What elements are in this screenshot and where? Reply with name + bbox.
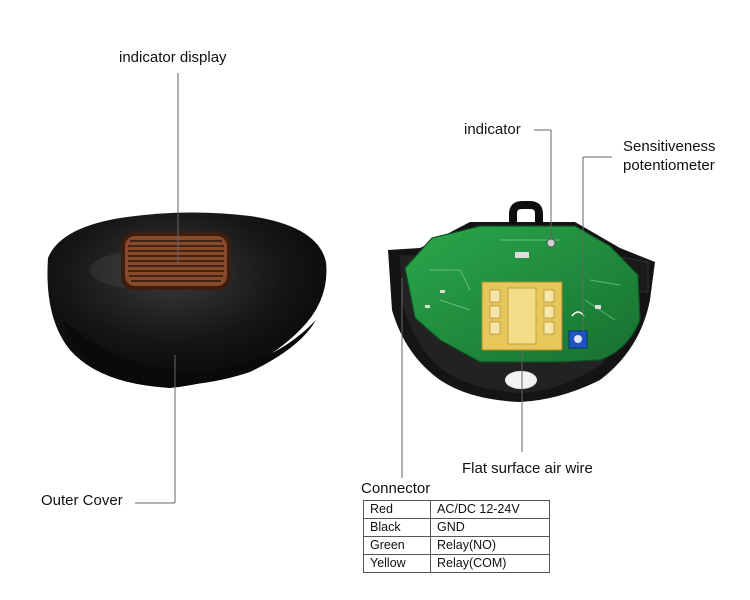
flat-surface-antenna-module: [481, 281, 563, 351]
flat-surface-air-wire-label: Flat surface air wire: [462, 460, 593, 477]
connector-table: Red AC/DC 12-24V Black GND Green Relay(N…: [363, 500, 550, 573]
table-row: Black GND: [363, 518, 550, 537]
wire-color-cell: Yellow: [363, 554, 431, 573]
wire-function-cell: Relay(COM): [430, 554, 550, 573]
wire-color-cell: Red: [363, 500, 431, 519]
outer-cover-label: Outer Cover: [41, 492, 123, 509]
wire-color-cell: Green: [363, 536, 431, 555]
connector-label: Connector: [361, 480, 431, 497]
table-row: Green Relay(NO): [363, 536, 550, 555]
indicator-display-label: indicator display: [119, 49, 227, 66]
wire-color-cell: Black: [363, 518, 431, 537]
leader-lines: [135, 73, 612, 504]
indicator-display-window: [121, 232, 231, 290]
wire-function-cell: Relay(NO): [430, 536, 550, 555]
table-row: Yellow Relay(COM): [363, 554, 550, 573]
handle-loop: [509, 201, 543, 236]
sensitiveness-label-line2: potentiometer: [623, 157, 715, 174]
wire-function-cell: GND: [430, 518, 550, 537]
sensitiveness-label-line1: Sensitiveness: [623, 138, 716, 155]
indicator-label: indicator: [464, 121, 521, 138]
wire-function-cell: AC/DC 12-24V: [430, 500, 550, 519]
table-row: Red AC/DC 12-24V: [363, 500, 550, 519]
